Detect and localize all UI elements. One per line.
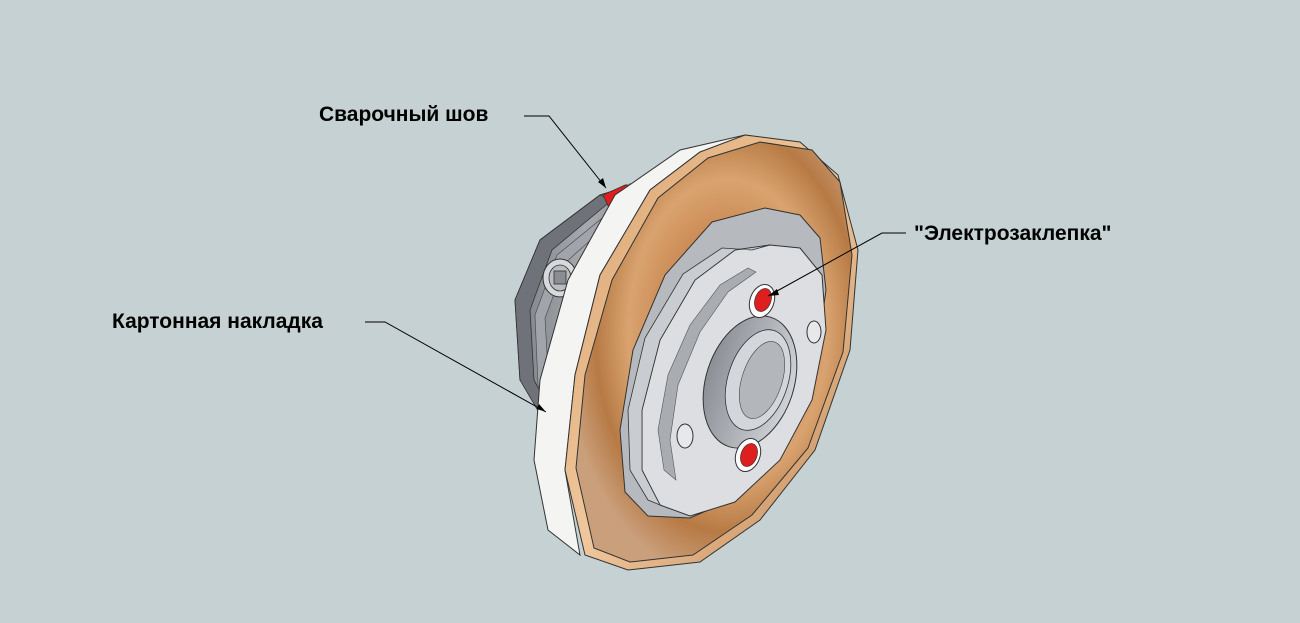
center-bore [702, 315, 798, 449]
electro-rivet-bottom [734, 438, 762, 472]
leader-line-rivet [767, 232, 906, 297]
hex-socket-bolt [542, 258, 578, 298]
leader-line-gasket [365, 321, 547, 413]
electro-rivet-top [748, 284, 776, 318]
weld-seam-label: Сварочный шов [319, 103, 489, 126]
electro-rivet-label: "Электрозаклепка" [914, 222, 1112, 245]
cardboard-gasket-label: Картонная накладка [112, 310, 323, 333]
bolt-hole-left [676, 423, 694, 449]
bolt-hole-right [806, 320, 822, 344]
leader-line-weld [524, 115, 607, 189]
